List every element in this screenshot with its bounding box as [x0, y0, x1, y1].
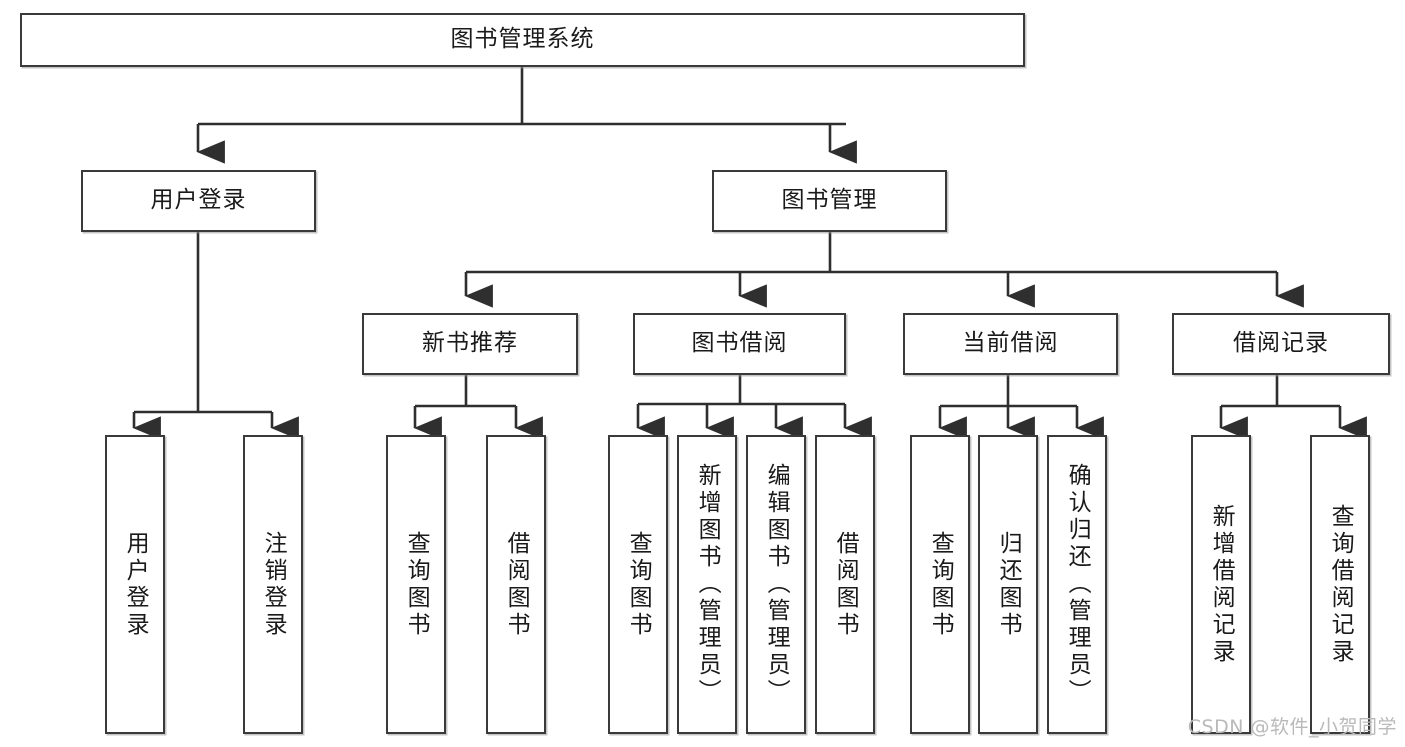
node-label: 借阅图书	[503, 530, 530, 639]
node-leaf-edit-book-admin[interactable]: 编辑图书（管理员）	[746, 435, 806, 734]
node-label: 新书推荐	[422, 330, 518, 357]
node-label: 查询图书	[403, 530, 430, 639]
node-leaf-confirm-return-admin[interactable]: 确认归还（管理员）	[1047, 435, 1107, 734]
node-root-book-management-system[interactable]: 图书管理系统	[20, 13, 1025, 67]
node-label: 用户登录	[150, 187, 247, 214]
node-label: 归还图书	[995, 530, 1022, 639]
node-label: 编辑图书（管理员）	[763, 463, 790, 706]
node-new-book-recommend[interactable]: 新书推荐	[362, 313, 578, 375]
node-leaf-add-borrow-record[interactable]: 新增借阅记录	[1191, 435, 1251, 734]
node-leaf-logout[interactable]: 注销登录	[243, 435, 303, 734]
node-label: 图书管理系统	[450, 26, 595, 53]
node-label: 借阅图书	[832, 530, 859, 639]
node-label: 图书管理	[781, 187, 878, 214]
node-leaf-query-book-recommend[interactable]: 查询图书	[386, 435, 446, 734]
node-label: 查询图书	[927, 530, 954, 639]
node-leaf-query-book-current[interactable]: 查询图书	[910, 435, 970, 734]
node-leaf-borrow-book-recommend[interactable]: 借阅图书	[486, 435, 546, 734]
node-user-login[interactable]: 用户登录	[81, 170, 316, 232]
node-leaf-return-book[interactable]: 归还图书	[978, 435, 1038, 734]
node-label: 确认归还（管理员）	[1064, 463, 1091, 706]
node-label: 查询图书	[625, 530, 652, 639]
node-label: 注销登录	[260, 530, 287, 639]
node-leaf-query-book-borrow[interactable]: 查询图书	[608, 435, 668, 734]
node-label: 当前借阅	[962, 330, 1059, 357]
node-label: 图书借阅	[691, 330, 788, 357]
node-leaf-query-borrow-record[interactable]: 查询借阅记录	[1310, 435, 1370, 734]
node-borrow-record[interactable]: 借阅记录	[1172, 313, 1390, 375]
node-label: 新增图书（管理员）	[694, 463, 721, 706]
node-label: 用户登录	[122, 530, 149, 639]
node-book-borrow[interactable]: 图书借阅	[633, 313, 846, 375]
node-current-borrow[interactable]: 当前借阅	[903, 313, 1118, 375]
node-leaf-borrow-book[interactable]: 借阅图书	[815, 435, 875, 734]
node-book-management[interactable]: 图书管理	[712, 170, 947, 232]
node-label: 借阅记录	[1233, 330, 1329, 357]
node-leaf-user-login[interactable]: 用户登录	[105, 435, 165, 734]
watermark-text: CSDN @软件_小贺同学	[1187, 716, 1397, 738]
node-label: 新增借阅记录	[1208, 503, 1235, 666]
node-leaf-add-book-admin[interactable]: 新增图书（管理员）	[677, 435, 737, 734]
node-label: 查询借阅记录	[1327, 503, 1354, 666]
